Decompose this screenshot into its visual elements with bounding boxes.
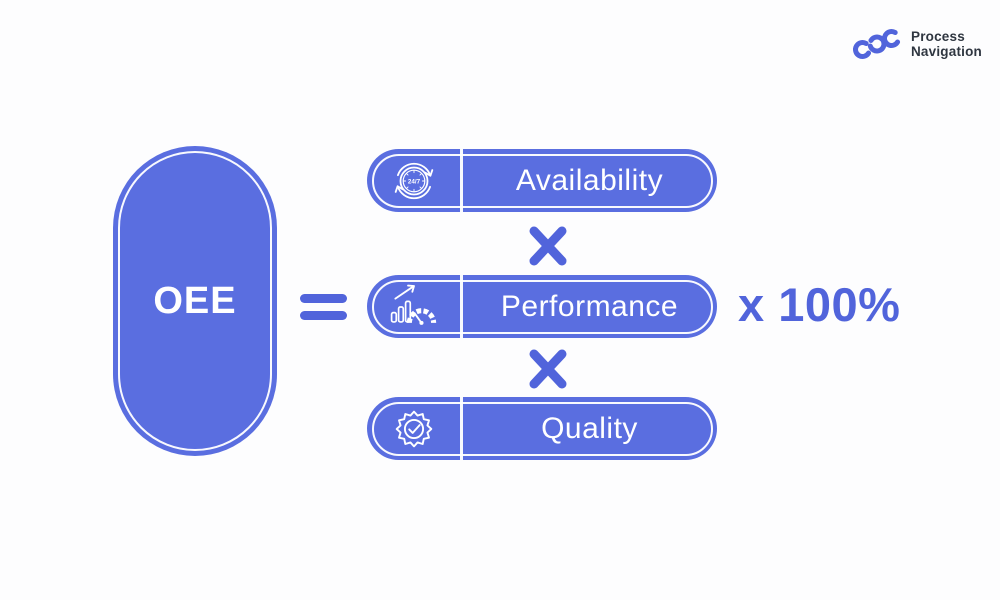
factor-label-availability: Availability — [515, 163, 664, 197]
pill-divider — [460, 397, 463, 460]
logo-text-line2: Navigation — [910, 44, 982, 59]
equals-sign — [300, 294, 347, 320]
process-navigation-logo: Process Navigation — [852, 27, 982, 61]
svg-text:24/7: 24/7 — [407, 178, 420, 185]
factor-pill-quality: Quality — [367, 397, 717, 460]
factor-label-performance: Performance — [500, 289, 679, 323]
pill-divider — [460, 149, 463, 212]
logo-text: Process Navigation — [911, 29, 982, 59]
equals-bar-top — [300, 294, 347, 303]
factor-pill-performance: Performance — [367, 275, 717, 338]
clock-24-7-cycle-icon: 24/7 — [394, 162, 433, 199]
pill-divider — [460, 275, 463, 338]
multiply-icon — [528, 224, 568, 268]
multiply-icon — [528, 347, 568, 391]
quality-badge-check-icon — [395, 410, 432, 447]
logo-text-line1: Process — [910, 28, 965, 44]
factor-label-quality: Quality — [541, 411, 638, 445]
factor-pill-availability: 24/7 Availability — [367, 149, 717, 212]
multiplier-label: x 100% — [738, 278, 901, 331]
oee-label: OEE — [153, 279, 237, 322]
logo-chain-mark-icon — [852, 29, 901, 59]
equals-bar-bottom — [300, 311, 347, 320]
oee-result-capsule: OEE — [113, 146, 277, 456]
gauge-growth-chart-icon — [390, 284, 436, 325]
